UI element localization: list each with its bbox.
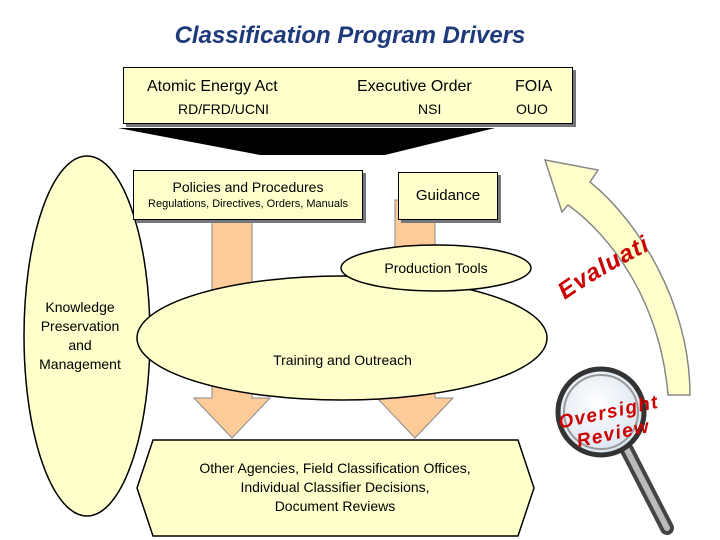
production-tools-ellipse: [340, 244, 532, 292]
nsi-label: NSI: [418, 101, 442, 117]
knowledge-label: Knowledge Preservation and Management: [20, 298, 140, 374]
guidance-box: Guidance: [398, 172, 498, 220]
foia-label: FOIA: [515, 78, 553, 95]
drivers-arrow: [118, 128, 495, 155]
outputs-label: Other Agencies, Field Classification Off…: [140, 459, 530, 516]
training-label: Training and Outreach: [273, 352, 412, 368]
policies-title: Policies and Procedures: [172, 179, 324, 195]
magnifier-icon: [555, 366, 674, 535]
evaluation-arrow: [543, 159, 691, 396]
outputs-hexagon: [136, 439, 535, 537]
training-ellipse: [136, 275, 548, 401]
atomic-energy-act-label: Atomic Energy Act: [147, 78, 278, 95]
knowledge-line-4: Management: [39, 356, 121, 372]
outputs-line-2: Individual Classifier Decisions,: [240, 479, 430, 495]
outputs-line-3: Document Reviews: [274, 498, 396, 514]
knowledge-line-2: Preservation: [40, 318, 120, 334]
executive-order-label: Executive Order: [357, 78, 472, 95]
policies-box: Policies and Procedures Regulations, Dir…: [133, 170, 363, 220]
page-title: Classification Program Drivers: [174, 22, 526, 49]
production-tools-label: Production Tools: [384, 260, 488, 276]
policies-subtitle: Regulations, Directives, Orders, Manuals: [148, 198, 348, 210]
ouo-label: OUO: [516, 101, 548, 117]
guidance-label: Guidance: [415, 187, 481, 204]
drivers-box: Atomic Energy Act RD/FRD/UCNI Executive …: [123, 67, 573, 124]
rd-frd-ucni-label: RD/FRD/UCNI: [178, 101, 269, 117]
outputs-line-1: Other Agencies, Field Classification Off…: [199, 460, 471, 476]
knowledge-line-3: and: [68, 337, 92, 353]
knowledge-line-1: Knowledge: [45, 299, 115, 315]
